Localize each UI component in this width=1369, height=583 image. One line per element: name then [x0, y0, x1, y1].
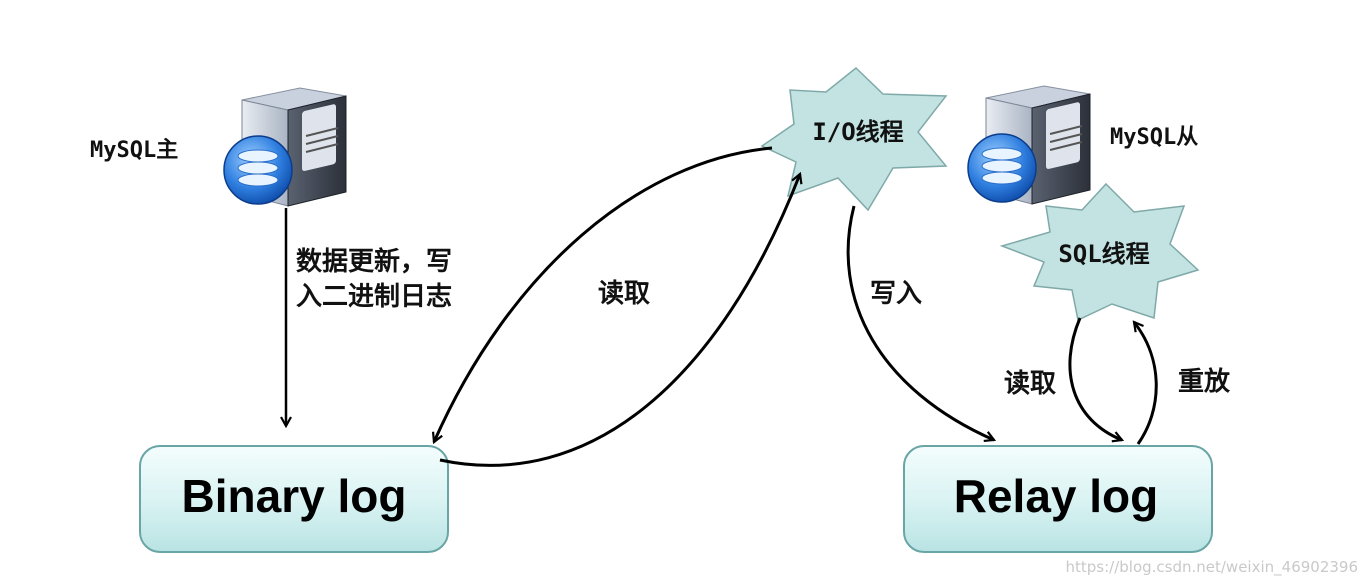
- io-read-label: 读取: [598, 279, 650, 309]
- sql-thread-label: SQL线程: [1058, 240, 1149, 268]
- io-thread-star: I/O线程: [760, 67, 948, 212]
- master-server-icon: [223, 87, 347, 207]
- io-thread-label: I/O线程: [812, 118, 903, 146]
- sql-replay-label: 重放: [1178, 366, 1231, 397]
- binary-log-box: Binary log: [139, 445, 449, 553]
- sql-replay-arrow: [1134, 322, 1158, 445]
- io-write-label: 写入: [870, 279, 922, 309]
- io-write-relay-arrow: [846, 205, 994, 440]
- binary-log-label: Binary log: [182, 470, 407, 522]
- relay-log-label: Relay log: [954, 470, 1159, 522]
- slave-label: MySQL从: [1110, 125, 1198, 150]
- watermark: https://blog.csdn.net/weixin_46902396: [1065, 558, 1358, 577]
- slave-server-icon: [967, 85, 1091, 205]
- sql-thread-star: SQL线程: [999, 182, 1200, 322]
- database-disk-icon: [223, 135, 293, 205]
- master-annotation-line2: 入二进制日志: [296, 282, 452, 312]
- master-label: MySQL主: [90, 138, 178, 163]
- io-read-binary-arrow: [434, 146, 773, 442]
- sql-read-label: 读取: [1004, 369, 1056, 399]
- sql-read-relay-arrow: [1068, 317, 1122, 440]
- master-annotation-line1: 数据更新，写: [296, 246, 452, 277]
- database-disk-icon: [967, 133, 1037, 203]
- relay-log-box: Relay log: [903, 445, 1213, 553]
- binary-to-io-arrow: [439, 174, 800, 467]
